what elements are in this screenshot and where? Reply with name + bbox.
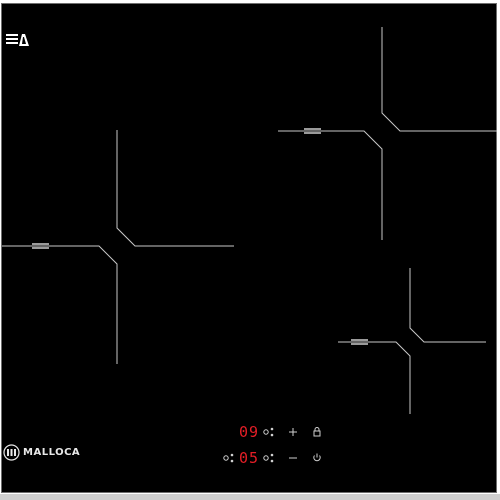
zone-label-rear-right (304, 128, 321, 134)
zone-select-icon[interactable] (262, 452, 276, 464)
cooking-zone-front-right[interactable] (338, 268, 486, 414)
lock-icon[interactable] (310, 426, 324, 438)
heat-stripes-logo-icon (6, 34, 29, 46)
timer-display-top: 09 (239, 423, 260, 441)
bottom-edge-strip (0, 494, 500, 500)
zone-select-icon[interactable] (262, 426, 276, 438)
zone-front-right-upper-arm (409, 268, 486, 343)
zone-label-front-right (351, 339, 368, 345)
timer-display-bottom: 05 (239, 449, 260, 467)
malloca-circle-logo-icon (3, 444, 20, 461)
zone-rear-right-lower-arm (278, 130, 383, 240)
cooking-zone-left[interactable] (2, 130, 234, 364)
zone-left-lower-arm (2, 245, 118, 364)
cooking-zone-rear-right[interactable] (278, 27, 497, 240)
zone-rear-right-upper-arm (381, 27, 497, 132)
brand-name: MALLOCA (23, 447, 81, 458)
zone-label-left (32, 243, 49, 249)
zone-front-right-lower-arm (338, 341, 411, 414)
zone-left-upper-arm (116, 130, 234, 247)
minus-icon[interactable] (286, 452, 300, 464)
induction-cooktop-surface (1, 3, 497, 493)
brand-logo: MALLOCA (3, 444, 80, 461)
timer-zone-icon[interactable] (222, 452, 236, 464)
plus-icon[interactable] (286, 426, 300, 438)
power-icon[interactable] (310, 452, 324, 464)
